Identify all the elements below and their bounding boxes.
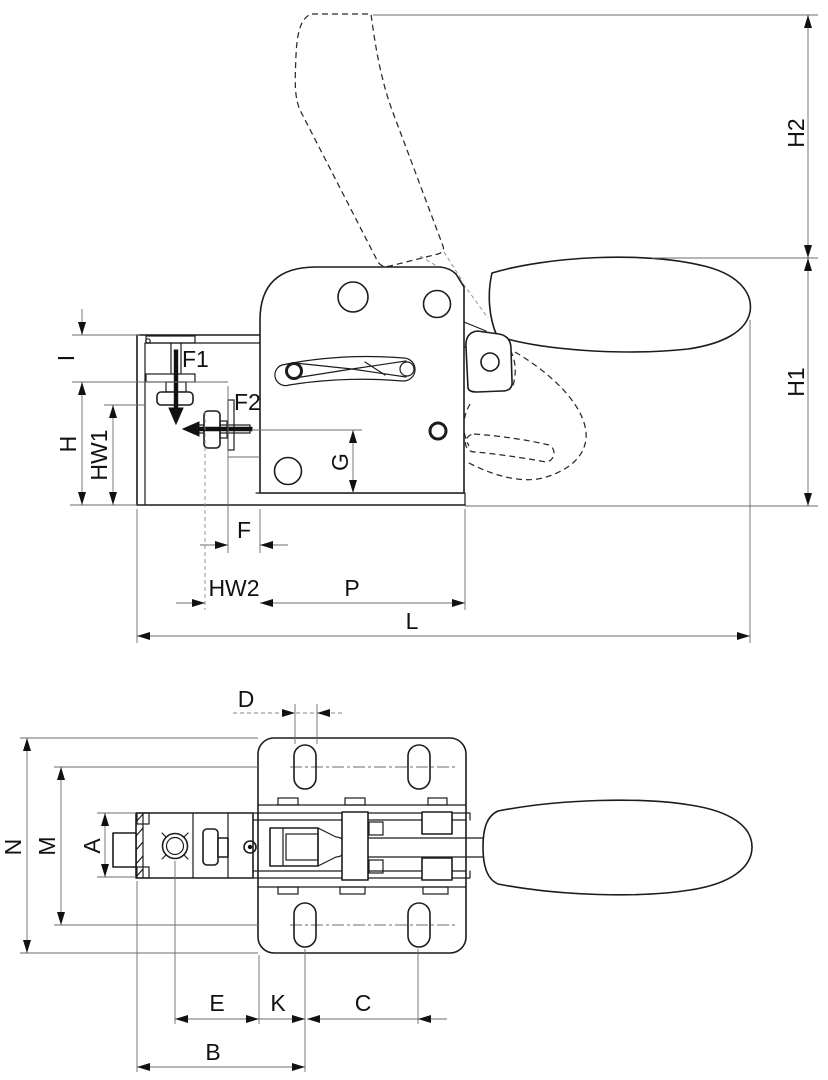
hinge-block-bottom: [421, 857, 453, 881]
dim-p: P: [260, 509, 466, 610]
spindle-f1: [156, 342, 194, 426]
handle-shaft: [367, 837, 486, 858]
pivot-block: [227, 812, 257, 879]
dim-h-label: H: [55, 436, 81, 453]
clamping-arm: [112, 812, 254, 879]
dim-m: M: [34, 766, 258, 926]
toggle-lever-slot: [274, 355, 416, 387]
force-f2-label: F2: [234, 389, 261, 415]
dim-h2: H2: [373, 14, 818, 259]
dim-h2-label: H2: [783, 118, 809, 147]
dim-h1-label: H1: [783, 367, 809, 396]
dim-a-label: A: [79, 838, 105, 854]
dim-g-label: G: [327, 453, 353, 471]
handle-open-dashed: [294, 13, 445, 268]
dim-f: F: [200, 386, 288, 553]
side-view: H2 H1 I H HW1 G F: [53, 13, 818, 643]
dim-d-label: D: [238, 686, 255, 712]
dim-k-label: K: [270, 990, 286, 1016]
link-plate: [465, 330, 513, 393]
dim-l: L: [136, 320, 751, 643]
body-hole-top-right: [422, 289, 452, 319]
spindle-hole-top: [161, 832, 189, 860]
dim-hw2-label: HW2: [208, 575, 259, 601]
dim-n-label: N: [0, 839, 26, 856]
dim-l-label: L: [406, 608, 419, 634]
dim-h: H: [55, 382, 137, 506]
dim-c: C: [307, 949, 447, 1024]
pivot-trace-dashed: [419, 251, 506, 342]
dim-hw2: HW2: [176, 412, 260, 610]
dim-i: I: [53, 309, 228, 383]
dim-b-label: B: [205, 1039, 220, 1065]
dim-f-label: F: [237, 517, 251, 543]
dim-m-label: M: [34, 836, 60, 855]
dim-c-label: C: [355, 990, 372, 1016]
dim-n: N: [0, 737, 258, 954]
force-arrow-f2: [181, 421, 253, 437]
handle-closed: [488, 256, 752, 353]
base-top-edge: [255, 492, 466, 506]
link-step-bottom: [368, 859, 384, 874]
dim-b: B: [136, 881, 306, 1072]
top-view: D N M A E K C: [0, 686, 753, 1072]
body-hole-top-left: [337, 281, 369, 313]
force-arrow-f1: [168, 349, 184, 426]
dim-i-label: I: [53, 355, 79, 361]
clamp-body: [259, 266, 465, 494]
dim-e: E: [174, 861, 260, 1024]
clevis: [269, 827, 347, 867]
dim-hw1: HW1: [86, 404, 146, 505]
cross-pin-block: [341, 811, 369, 881]
dim-a: A: [79, 812, 136, 878]
link-step-top: [368, 821, 384, 836]
arm-tip: [112, 832, 137, 868]
mounting-slots: [293, 744, 431, 948]
dim-k: K: [259, 990, 305, 1023]
dim-e-label: E: [209, 990, 224, 1016]
dim-hw1-label: HW1: [86, 429, 112, 480]
plate-tabs: [277, 797, 449, 895]
t-slot-plate: [145, 335, 196, 344]
dim-p-label: P: [344, 575, 359, 601]
dim-d: D: [233, 686, 343, 744]
force-f1-label: F1: [182, 346, 209, 372]
dim-h1: H1: [465, 258, 818, 507]
handle-top-view: [482, 799, 753, 896]
dim-g: G: [253, 429, 362, 493]
body-hole-bottom: [273, 456, 303, 486]
pivot-pin-hole: [428, 421, 448, 441]
clamp-arm-plate: [145, 373, 196, 383]
handle-mid-slot-dashed: [464, 433, 555, 463]
hinge-block-top: [421, 811, 453, 835]
link-hole: [480, 352, 500, 372]
